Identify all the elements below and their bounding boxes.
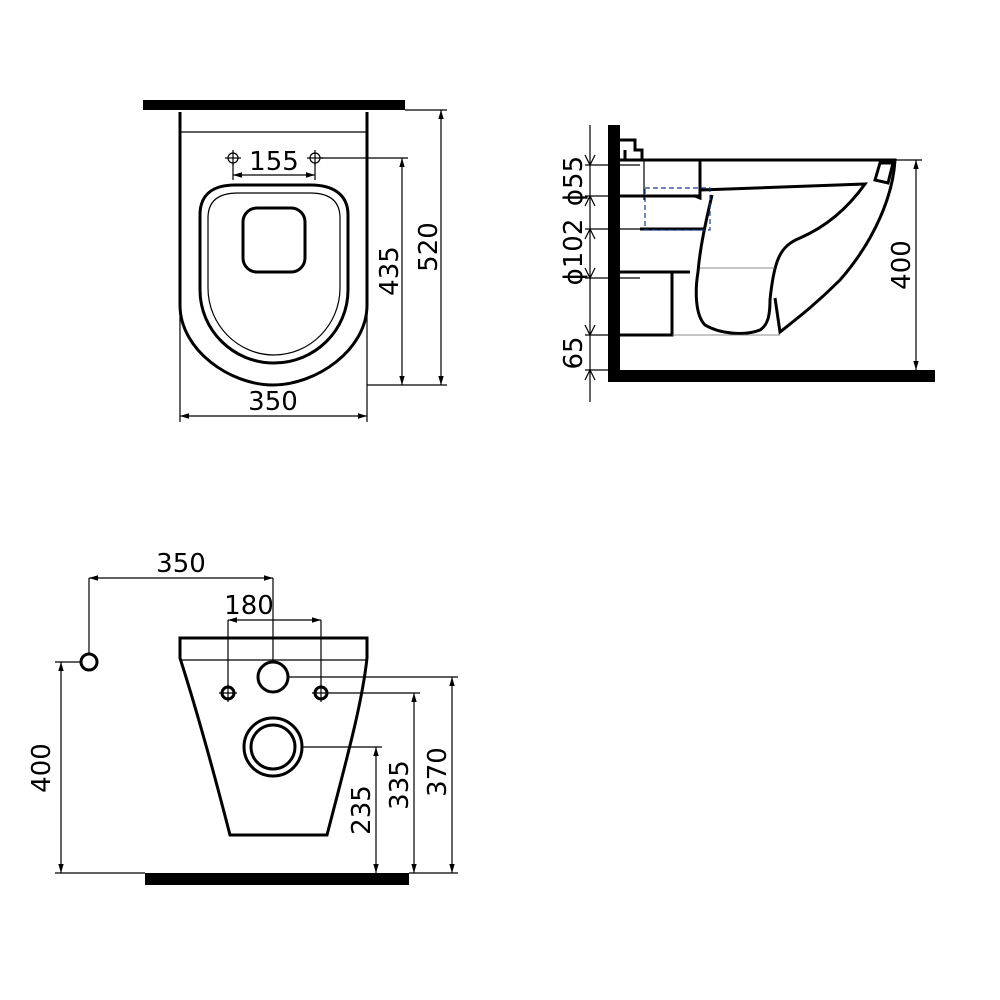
dim-label-350-back: 350 (156, 549, 206, 579)
back-view: 350 180 400 235 335 370 (27, 549, 458, 885)
back-view-inlet-opening (256, 660, 290, 694)
side-view-inlet-connector (620, 138, 644, 162)
dim-label-235: 235 (347, 785, 377, 835)
side-view-floor (608, 370, 935, 382)
back-view-bolt-hole-right (312, 684, 330, 702)
top-view-cistern-outlet (241, 206, 307, 274)
dim-label-400-back: 400 (27, 743, 57, 793)
side-view-bowl-inner (694, 182, 868, 335)
top-view-bowl-outline (178, 112, 369, 387)
dim-label-435: 435 (375, 246, 405, 296)
dim-label-65: 65 (559, 336, 589, 369)
dim-label-520: 520 (414, 222, 444, 272)
side-view-wall (608, 125, 620, 382)
dim-label-155: 155 (249, 147, 299, 177)
dim-label-400-side: 400 (887, 240, 917, 290)
top-view-wall (143, 100, 405, 110)
side-view: ϕ55 ϕ102 65 400 (559, 125, 935, 402)
back-view-body-outline (178, 636, 369, 837)
dim-label-370: 370 (423, 747, 453, 797)
top-view-seat-inner (207, 192, 341, 356)
dim-label-phi102: ϕ102 (559, 219, 589, 286)
back-view-supply-point (79, 652, 99, 672)
dim-label-335: 335 (385, 760, 415, 810)
side-view-hidden-flush-pipe (644, 187, 711, 231)
dim-label-350-top: 350 (248, 387, 298, 417)
back-view-floor (145, 873, 409, 885)
dim-label-180: 180 (224, 591, 274, 621)
back-view-outlet-opening (242, 716, 304, 778)
dim-label-phi55: ϕ55 (559, 156, 589, 206)
back-view-bolt-hole-left (219, 684, 237, 702)
side-view-bowl-outline (620, 158, 897, 337)
side-view-rim (873, 161, 895, 185)
top-view: 155 435 520 350 (143, 100, 447, 422)
top-view-seat-outer (198, 183, 350, 365)
